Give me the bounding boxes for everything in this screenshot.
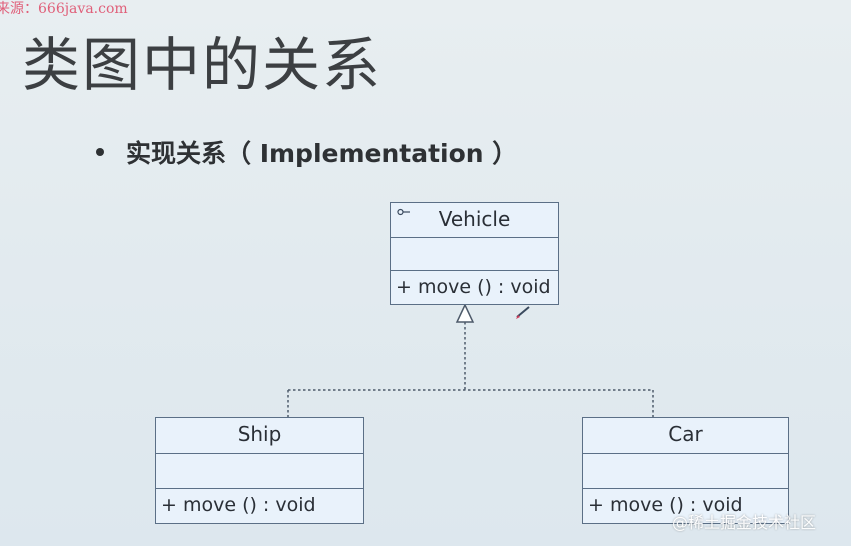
class-car[interactable]: Car + move () : void (582, 417, 789, 524)
platform-watermark: @稀土掘金技术社区 (672, 513, 817, 532)
slide-title: 类图中的关系 (22, 31, 383, 99)
class-ship[interactable]: Ship + move () : void (155, 417, 364, 524)
source-watermark: 来源：666java.com (0, 1, 128, 17)
realization-arrowhead-icon (455, 303, 475, 323)
method-move: + move () : void (161, 494, 316, 516)
methods-compartment: + move () : void (156, 489, 363, 522)
methods-compartment: + move () : void (583, 489, 788, 522)
class-name-compartment: Ship (156, 418, 363, 454)
bullet-item: 实现关系（ Implementation ） (96, 134, 517, 170)
bullet-dot-icon (96, 148, 104, 156)
class-name: Vehicle (438, 207, 511, 231)
class-name-compartment: Car (583, 418, 788, 454)
method-move: + move () : void (588, 494, 743, 516)
attributes-compartment (391, 238, 558, 271)
bullet-text: 实现关系（ Implementation ） (126, 139, 518, 168)
class-name: Car (668, 422, 703, 446)
interface-lollipop-icon (397, 208, 411, 219)
pen-cursor-icon (516, 306, 530, 319)
attributes-compartment (583, 454, 788, 489)
class-name-compartment: Vehicle (391, 203, 558, 238)
class-name: Ship (237, 422, 282, 446)
attributes-compartment (156, 454, 363, 489)
class-vehicle[interactable]: Vehicle + move () : void (390, 202, 559, 305)
methods-compartment: + move () : void (391, 271, 558, 303)
method-move: + move () : void (396, 276, 551, 298)
